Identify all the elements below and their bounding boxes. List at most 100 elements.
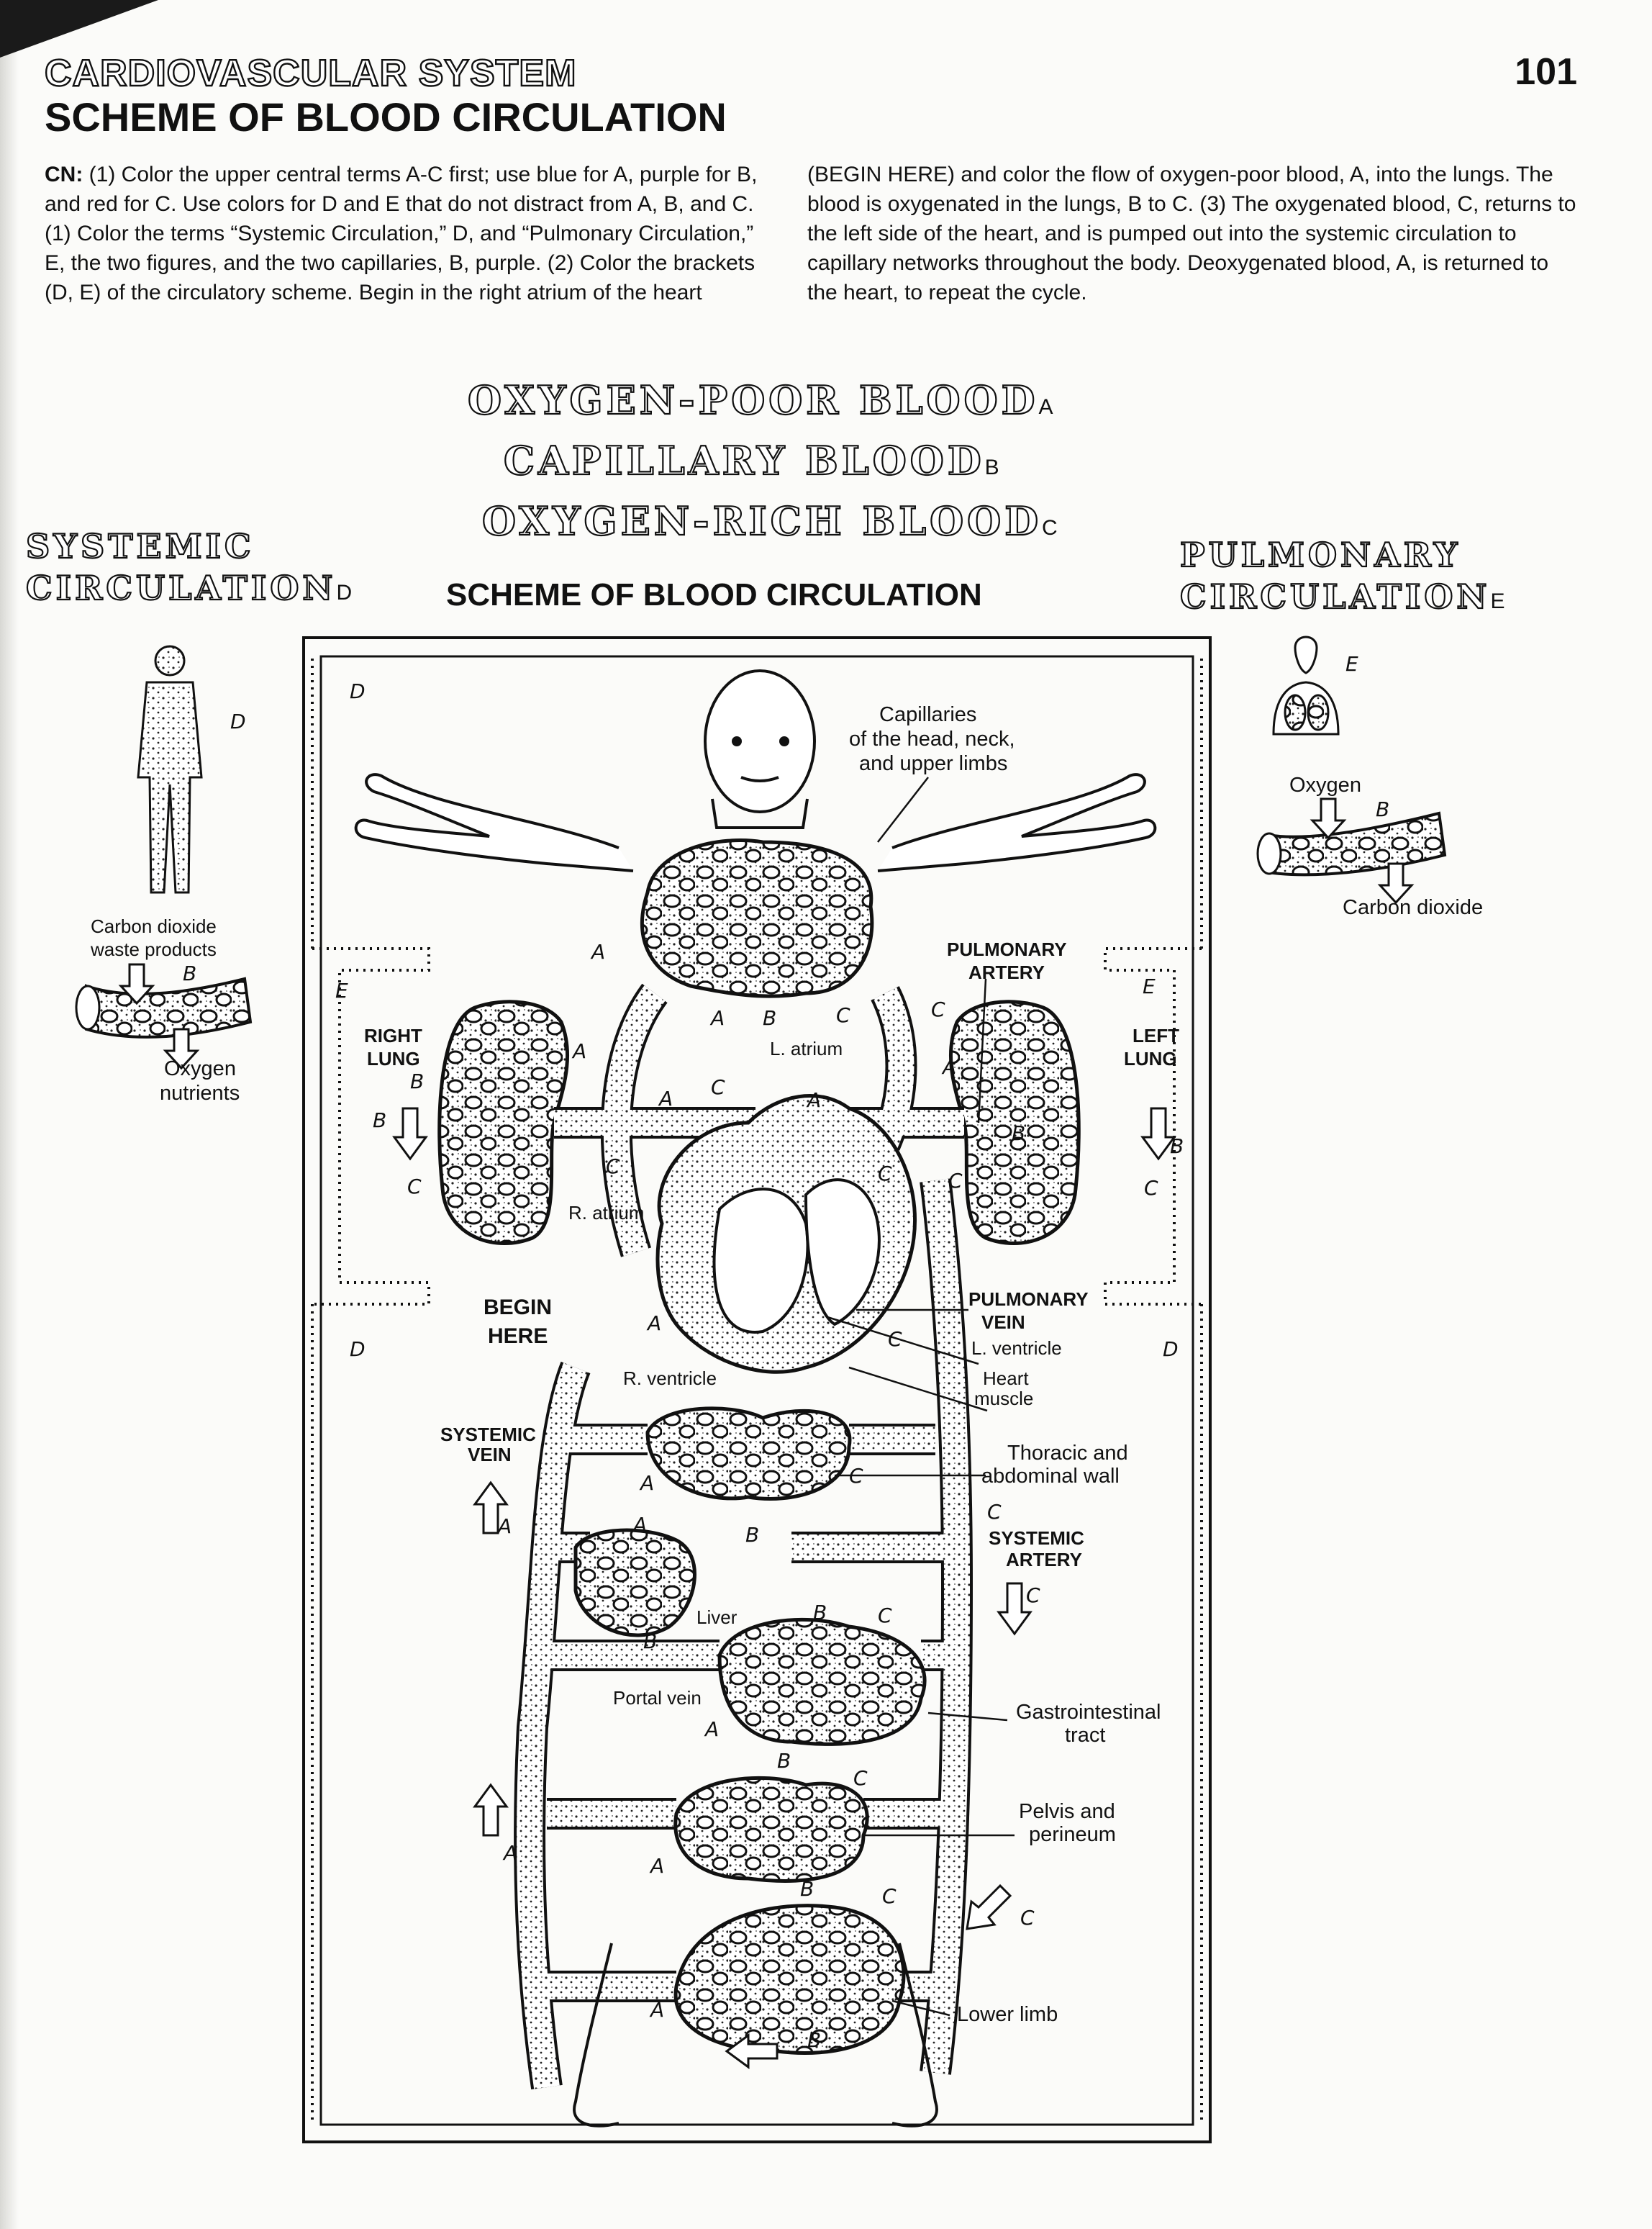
label-capillaries: Capillaries <box>879 703 976 726</box>
letter-d: D <box>230 710 246 733</box>
letter-c: C <box>711 1075 725 1099</box>
letter-b: B <box>813 1601 827 1624</box>
pulmonary-bracket-left <box>312 947 430 1306</box>
label-pulmonary-artery-2: ARTERY <box>968 962 1045 983</box>
label-right-lung-2: LUNG <box>367 1048 420 1070</box>
label-thoracic: Thoracic and <box>1007 1442 1128 1465</box>
letter-b: B <box>410 1070 424 1093</box>
letter-a: A <box>646 1311 661 1335</box>
label-r-atrium: R. atrium <box>568 1202 644 1224</box>
letter-a: A <box>571 1039 586 1063</box>
heart <box>655 1094 917 1374</box>
label-here: HERE <box>488 1324 548 1348</box>
letter-b: B <box>800 1877 814 1901</box>
flow-arrows <box>392 1107 1176 2069</box>
arrow-down-icon <box>118 963 155 1005</box>
letter-a: A <box>709 1006 725 1030</box>
pelvis-bed <box>673 1776 869 1883</box>
left-capillary-segment <box>75 977 253 1039</box>
label-left-lung: LEFT <box>1133 1025 1179 1046</box>
letter-b: B <box>1012 1121 1025 1145</box>
systemic-circulation-term: SYSTEMIC CIRCULATIOND <box>25 526 353 608</box>
key-letter-b: B <box>984 456 999 479</box>
label-systemic-artery-2: ARTERY <box>1006 1549 1082 1570</box>
co2-label: Carbon dioxide <box>91 915 217 937</box>
label-begin: BEGIN <box>484 1296 552 1319</box>
letter-b: B <box>1170 1134 1184 1158</box>
head-capillary-bed <box>640 838 874 998</box>
letter-c: C <box>836 1003 850 1027</box>
arrow-down-icon <box>163 1028 200 1070</box>
page-number: 101 <box>1515 51 1577 93</box>
pulmonary-letter: E <box>1490 589 1505 613</box>
pulmonary-circulation-term: PULMONARY CIRCULATIONE <box>1179 535 1505 617</box>
label-right-lung: RIGHT <box>364 1025 422 1046</box>
label-capillaries-2: of the head, neck, <box>849 728 1015 751</box>
label-pulmonary-artery: PULMONARY <box>947 939 1067 960</box>
page-spine-shadow <box>0 0 19 2229</box>
waste-label: waste products <box>90 939 217 960</box>
letter-c: C <box>407 1175 422 1198</box>
label-pelvis: Pelvis and <box>1019 1800 1115 1823</box>
letter-a: A <box>658 1087 673 1111</box>
key-letter-a: A <box>1038 395 1053 419</box>
side-arrows <box>118 797 1415 1070</box>
letter-b: B <box>183 962 196 985</box>
gi-bed <box>717 1617 927 1746</box>
letter-e: E <box>335 979 348 1003</box>
letter-e: E <box>1345 652 1358 676</box>
arrow-diag-icon <box>966 1884 1012 1930</box>
label-left-lung-2: LUNG <box>1124 1048 1177 1070</box>
person-upper-body <box>354 669 1157 872</box>
arrow-up-icon <box>473 1480 509 1534</box>
letter-e: E <box>1143 975 1156 998</box>
letter-c: C <box>1026 1583 1040 1607</box>
arrow-left-icon <box>725 2033 779 2069</box>
label-r-ventricle: R. ventricle <box>623 1367 717 1389</box>
liver-bed <box>573 1528 696 1637</box>
arrow-down-icon <box>1377 862 1415 905</box>
letter-b: B <box>763 1006 776 1030</box>
oxygen-in-label: Oxygen <box>1289 774 1361 797</box>
diagram-title: SCHEME OF BLOOD CIRCULATION <box>446 577 982 612</box>
letter-a: A <box>941 1055 956 1079</box>
person-legs <box>573 1943 938 2128</box>
leader-lines <box>827 777 1015 2017</box>
circulation-frame <box>302 636 1212 2143</box>
page-corner <box>0 0 158 58</box>
letter-a: A <box>632 1513 647 1537</box>
thoracic-wall-bed <box>645 1406 852 1501</box>
arrow-down-icon <box>997 1582 1032 1636</box>
right-lung <box>437 1000 570 1245</box>
letter-d: D <box>1163 1337 1179 1361</box>
letter-c: C <box>878 1162 892 1185</box>
letter-c: C <box>931 998 945 1021</box>
key-letter-c: C <box>1042 516 1058 540</box>
letter-c: C <box>1020 1906 1035 1930</box>
vessel-network-fill <box>517 985 971 2089</box>
label-gi-2: tract <box>1065 1724 1105 1747</box>
right-capillary-segment <box>1256 811 1447 877</box>
letter-b: B <box>373 1108 386 1132</box>
label-l-ventricle: L. ventricle <box>971 1337 1062 1359</box>
left-lung <box>948 1000 1081 1245</box>
section-title: CARDIOVASCULAR SYSTEM <box>44 52 577 95</box>
systemic-figure <box>137 645 203 894</box>
letter-b: B <box>807 2028 821 2052</box>
letter-a: A <box>496 1514 512 1538</box>
label-portal-vein: Portal vein <box>613 1687 702 1709</box>
letter-c: C <box>948 1169 963 1193</box>
letter-c: C <box>606 1154 620 1178</box>
arrow-down-icon <box>392 1107 428 1161</box>
letter-a: A <box>502 1841 517 1865</box>
label-systemic-vein: SYSTEMIC <box>440 1424 536 1445</box>
systemic-letter: D <box>336 581 353 605</box>
label-heart-muscle-2: muscle <box>974 1388 1033 1409</box>
label-gi: Gastrointestinal <box>1016 1701 1161 1724</box>
cn-label: CN: <box>45 163 83 186</box>
label-liver: Liver <box>696 1606 738 1628</box>
letter-b: B <box>1376 797 1389 821</box>
label-pulmonary-vein: PULMONARY <box>968 1288 1089 1310</box>
letter-a: A <box>590 940 605 964</box>
